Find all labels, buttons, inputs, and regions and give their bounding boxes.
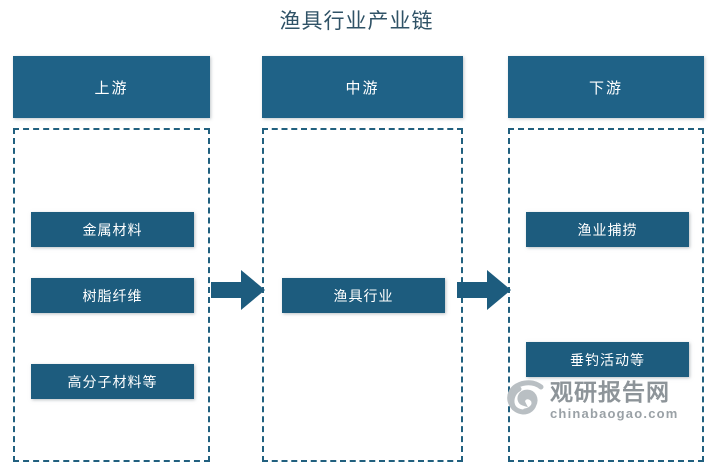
node-label: 渔具行业 (333, 287, 394, 304)
column-body-downstream: 渔业捕捞 垂钓活动等 (508, 128, 704, 462)
node-fishery-catching: 渔业捕捞 (526, 212, 689, 247)
column-header-downstream: 下游 (508, 56, 704, 118)
node-label: 垂钓活动等 (570, 351, 645, 368)
node-label: 渔业捕捞 (577, 221, 638, 238)
node-label: 高分子材料等 (67, 373, 158, 390)
node-angling-activities: 垂钓活动等 (526, 342, 689, 377)
column-header-label-upstream: 上游 (94, 79, 129, 97)
column-header-midstream: 中游 (262, 56, 463, 118)
column-header-upstream: 上游 (13, 56, 210, 118)
node-fishing-tackle-industry: 渔具行业 (282, 278, 445, 313)
column-header-label-downstream: 下游 (588, 79, 623, 97)
page-title: 渔具行业产业链 (279, 10, 434, 33)
node-label: 树脂纤维 (82, 287, 143, 304)
node-metal-materials: 金属材料 (31, 212, 194, 247)
node-polymer-materials: 高分子材料等 (31, 364, 194, 399)
column-body-midstream: 渔具行业 (262, 128, 463, 462)
node-resin-fiber: 树脂纤维 (31, 278, 194, 313)
node-label: 金属材料 (82, 221, 143, 238)
column-body-upstream: 金属材料 树脂纤维 高分子材料等 (13, 128, 210, 462)
arrow-right-icon-midstream-to-downstream (457, 270, 511, 310)
arrow-right-icon-upstream-to-midstream (211, 270, 265, 310)
column-downstream: 下游 渔业捕捞 垂钓活动等 (508, 56, 704, 462)
column-header-label-midstream: 中游 (345, 79, 380, 97)
column-upstream: 上游 金属材料 树脂纤维 高分子材料等 (13, 56, 210, 462)
column-midstream: 中游 渔具行业 (262, 56, 463, 462)
